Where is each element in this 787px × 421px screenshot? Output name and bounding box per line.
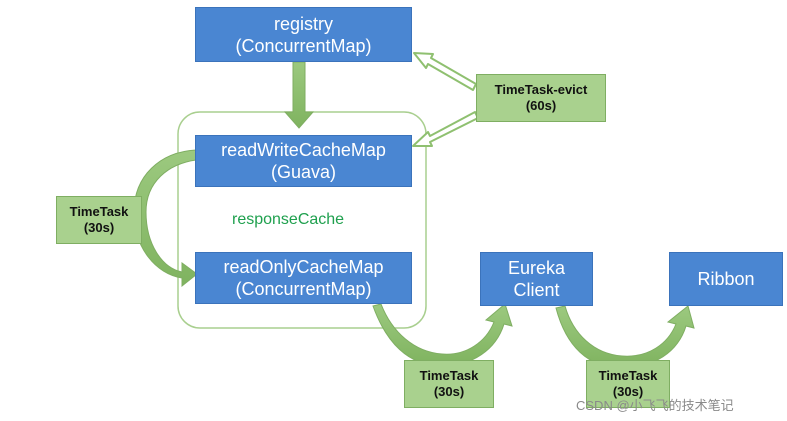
readonly-cache-title: readOnlyCacheMap [223, 257, 384, 277]
timer-cache-sync-box: TimeTask (30s) [56, 196, 142, 244]
readwrite-cache-title: readWriteCacheMap [221, 140, 386, 160]
readonly-to-client-arrow [372, 303, 513, 367]
readonly-cache-box: readOnlyCacheMap (ConcurrentMap) [195, 252, 412, 304]
ribbon-title: Ribbon [697, 269, 755, 289]
timer-client-fetch-interval: (30s) [433, 384, 465, 399]
ribbon-box: Ribbon [669, 252, 783, 306]
registry-box: registry (ConcurrentMap) [195, 7, 412, 62]
evict-to-registry-arrow [413, 52, 477, 91]
timer-ribbon-refresh-interval: (30s) [612, 384, 644, 399]
eureka-client-box: Eureka Client [480, 252, 593, 306]
timer-evict-box: TimeTask-evict (60s) [476, 74, 606, 122]
timer-client-fetch-name: TimeTask [419, 368, 479, 383]
registry-type: (ConcurrentMap) [235, 35, 372, 56]
timer-evict-interval: (60s) [525, 98, 557, 113]
response-cache-label: responseCache [232, 211, 345, 228]
registry-to-readwrite-arrow [283, 61, 315, 129]
timer-cache-sync-name: TimeTask [69, 204, 129, 219]
readwrite-cache-type: (Guava) [270, 162, 337, 182]
timer-client-fetch-box: TimeTask (30s) [404, 360, 494, 408]
readwrite-to-readonly-arrow [133, 149, 198, 288]
readonly-cache-type: (ConcurrentMap) [235, 279, 372, 299]
registry-title: registry [273, 13, 333, 34]
client-to-ribbon-arrow [555, 305, 695, 369]
timer-evict-name: TimeTask-evict [494, 82, 588, 97]
evict-to-readwrite-arrow [412, 111, 479, 147]
eureka-client-line2: Client [513, 280, 560, 300]
eureka-client-line1: Eureka [507, 258, 566, 278]
csdn-watermark: CSDN @小飞飞的技术笔记 [576, 398, 734, 413]
timer-ribbon-refresh-box: TimeTask (30s) [586, 360, 670, 408]
timer-ribbon-refresh-name: TimeTask [598, 368, 658, 383]
timer-cache-sync-interval: (30s) [83, 220, 115, 235]
readwrite-cache-box: readWriteCacheMap (Guava) [195, 135, 412, 187]
